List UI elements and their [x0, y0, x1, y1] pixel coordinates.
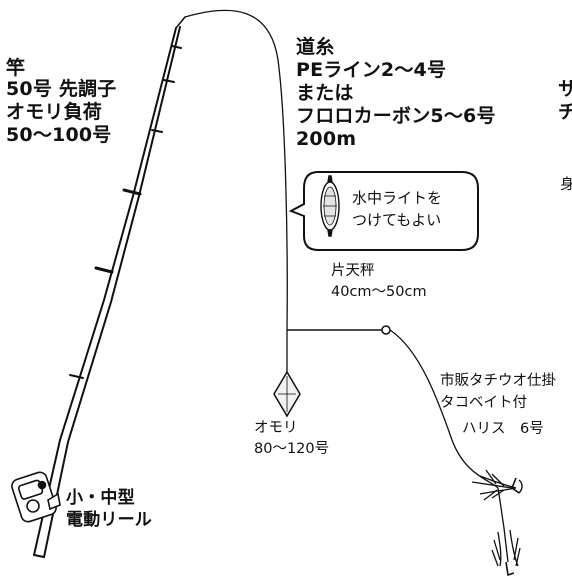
cutoff-char-b: チ [558, 101, 572, 123]
underwater-light-icon [320, 175, 340, 237]
rig-name: 市販タチウオ仕掛 [440, 373, 556, 389]
tenbin-swivel [381, 325, 391, 335]
tenbin-title: 片天秤 [331, 263, 375, 279]
sinker-title: オモリ [254, 420, 298, 436]
cutoff-char-c: 身 [560, 177, 572, 193]
mainline-length: 200m [296, 128, 357, 150]
rig-bait: タコベイト付 [440, 395, 527, 411]
reel-type: 電動リール [66, 510, 152, 530]
fishing-rod [33, 16, 186, 558]
rig-harris: ハリス 6号 [462, 421, 544, 437]
rod-spec: 50号 先調子 [6, 78, 117, 100]
mainline-title: 道糸 [296, 36, 335, 58]
sinker-size: 80〜120号 [254, 441, 330, 457]
main-line [184, 9, 288, 331]
light-note-line2: つけてもよい [352, 211, 442, 229]
rod-title: 竿 [6, 57, 26, 79]
reel-size: 小・中型 [66, 488, 135, 508]
mainline-pe: PEライン2〜4号 [296, 59, 447, 81]
rod-load-label: オモリ負荷 [6, 101, 103, 123]
tako-bait-icon [471, 469, 523, 501]
harris-line [389, 329, 499, 489]
rod-load-value: 50〜100号 [6, 124, 112, 146]
tenbin-size: 40cm〜50cm [331, 284, 427, 300]
light-note-line1: 水中ライトを [352, 189, 443, 207]
sinker-icon [273, 370, 301, 418]
mainline-or: または [296, 82, 354, 104]
cutoff-char-a: サ [558, 78, 572, 100]
electric-reel-icon [11, 471, 61, 523]
tako-bait-icon [491, 527, 521, 577]
mainline-fluoro: フロロカーボン5〜6号 [296, 105, 496, 127]
